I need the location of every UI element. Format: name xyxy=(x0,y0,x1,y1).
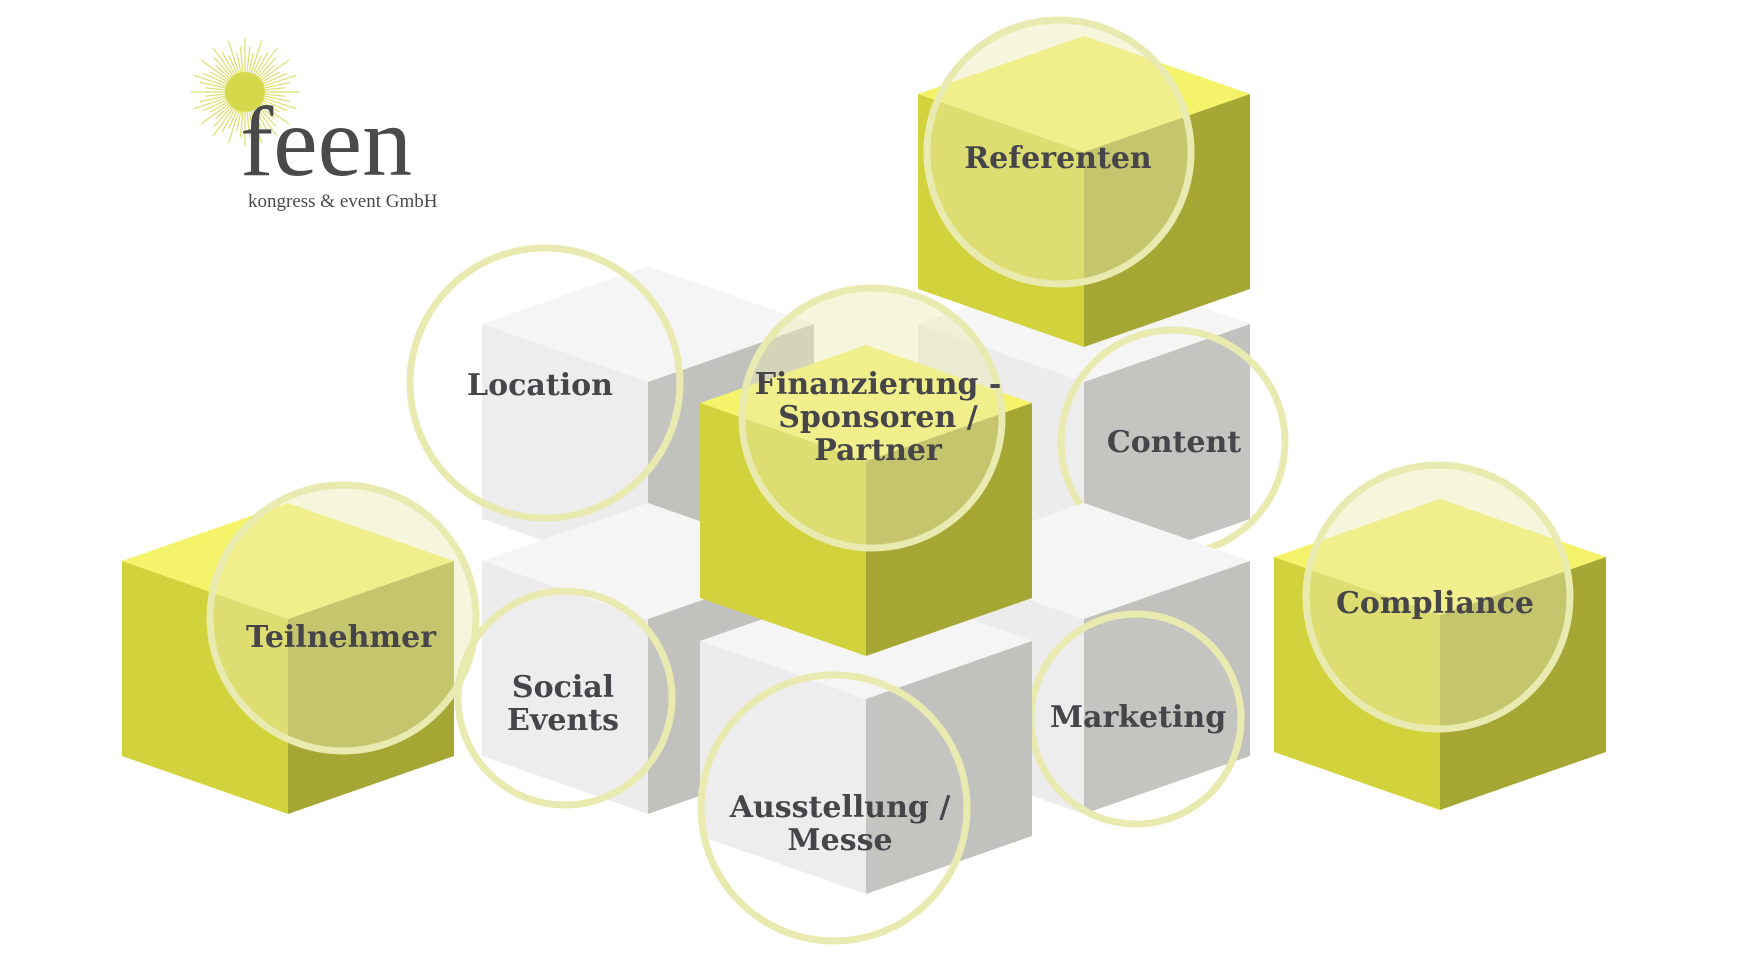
cube-label-location: Location xyxy=(467,368,613,403)
cube-label-line: Sponsoren / xyxy=(778,400,978,435)
cube-label-line: Referenten xyxy=(964,141,1152,176)
highlight-ring-teilnehmer xyxy=(206,481,480,755)
logo-wordmark: feen xyxy=(240,86,412,197)
cube-right-face xyxy=(1084,324,1250,577)
highlight-ring-compliance xyxy=(1302,461,1574,733)
cube-label-line: Content xyxy=(1107,425,1241,460)
cube-label-line: Finanzierung - xyxy=(755,367,1002,402)
cube-right-face xyxy=(866,641,1032,894)
cube-label-line: Location xyxy=(467,368,613,403)
cube-label-marketing: Marketing xyxy=(1050,700,1226,735)
highlight-ring-social-events xyxy=(454,587,676,809)
cube-label-line: Ausstellung / xyxy=(729,790,951,825)
cube-left-face xyxy=(700,403,866,656)
cube-label-referenten: Referenten xyxy=(964,141,1152,176)
cube-label-line: Events xyxy=(507,703,619,738)
cube-label-line: Teilnehmer xyxy=(246,620,437,655)
highlight-ring-finanzierung xyxy=(738,284,1006,552)
cube-label-content: Content xyxy=(1107,425,1241,460)
cube-label-line: Messe xyxy=(787,823,892,858)
cube-label-line: Compliance xyxy=(1336,586,1534,621)
highlight-ring-location xyxy=(406,244,684,522)
cube-label-compliance: Compliance xyxy=(1336,586,1534,621)
cube-left-face xyxy=(700,641,866,894)
cube-left-face xyxy=(482,561,648,814)
cube-label-line: Social xyxy=(512,670,614,705)
highlight-ring-ausstellung-messe xyxy=(697,671,971,945)
sun-logo-icon xyxy=(191,38,299,146)
cube-left-face xyxy=(122,561,288,814)
cube-label-line: Marketing xyxy=(1050,700,1226,735)
logo-subtitle: kongress & event GmbH xyxy=(248,191,438,212)
feen-logo: feen kongress & event GmbH xyxy=(191,38,438,212)
cube-label-teilnehmer: Teilnehmer xyxy=(246,620,437,655)
cube-label-ausstellung-messe: Ausstellung /Messe xyxy=(729,790,951,858)
cube-left-face xyxy=(1274,557,1440,810)
cube-right-face xyxy=(1084,561,1250,814)
highlight-ring-referenten xyxy=(923,16,1195,288)
cube-label-line: Partner xyxy=(814,433,943,468)
cube-right-face xyxy=(1084,94,1250,347)
cube-teilnehmer xyxy=(122,503,454,814)
cube-label-finanzierung: Finanzierung -Sponsoren /Partner xyxy=(755,367,1002,468)
